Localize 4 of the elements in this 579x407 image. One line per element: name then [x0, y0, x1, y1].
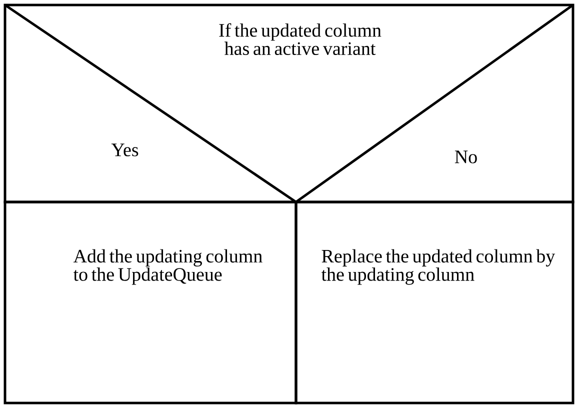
- process-box: Add the updating column to the UpdateQueue: [4, 200, 298, 404]
- branch-label: No: [454, 150, 477, 164]
- branch-label: Yes: [111, 144, 138, 156]
- process-box: Replace the updated column by the updating column: [294, 200, 574, 404]
